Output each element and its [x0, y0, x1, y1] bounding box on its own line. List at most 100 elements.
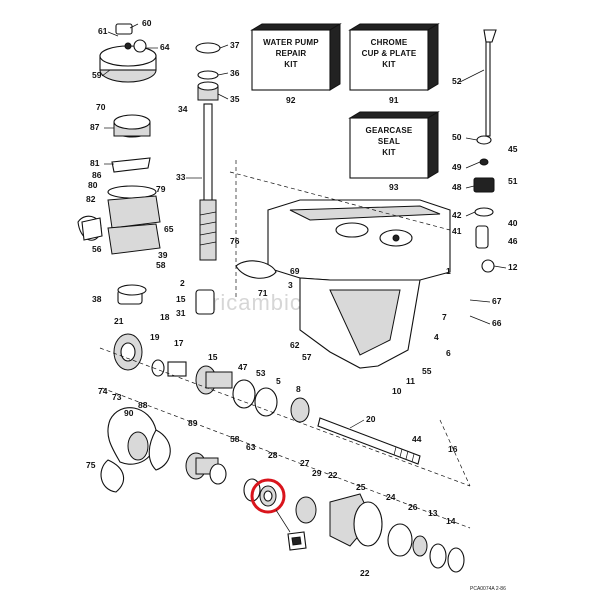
callout-53: 53: [256, 368, 266, 378]
callout-10: 10: [392, 386, 402, 396]
kit-line1: GEARCASE: [366, 126, 413, 135]
callout-7: 7: [442, 312, 447, 322]
callout-65: 65: [164, 224, 174, 234]
callout-74: 74: [98, 386, 108, 396]
callout-22: 22: [328, 470, 338, 480]
bearing-carrier: [113, 333, 310, 423]
leader-lines: [101, 23, 507, 429]
callout-47: 47: [238, 362, 248, 372]
callout-58: 58: [156, 260, 166, 270]
callout-17: 17: [174, 338, 184, 348]
callout-38: 38: [92, 294, 102, 304]
callout-81: 81: [90, 158, 100, 168]
callout-44: 44: [412, 434, 422, 444]
kit-number: 93: [389, 182, 399, 192]
kit-box-chrome: CHROME CUP & PLATE KIT 91: [348, 23, 440, 105]
tool-icon: [275, 509, 307, 551]
drive-shaft: [195, 42, 221, 315]
callout-51: 51: [508, 176, 518, 186]
callout-59: 59: [92, 70, 102, 80]
callout-21: 21: [114, 316, 124, 326]
kit-line3: KIT: [382, 148, 396, 157]
kit-line3: KIT: [284, 60, 298, 69]
callout-40: 40: [508, 218, 518, 228]
callout-73: 73: [112, 392, 122, 402]
callout-57: 57: [302, 352, 312, 362]
callout-15: 15: [176, 294, 186, 304]
callout-67: 67: [492, 296, 502, 306]
callout-70: 70: [96, 102, 106, 112]
highlight-circle-part-28: [250, 478, 286, 514]
callout-56: 56: [92, 244, 102, 254]
callout-64: 64: [160, 42, 170, 52]
callout-41: 41: [452, 226, 462, 236]
callout-28: 28: [268, 450, 278, 460]
callout-80: 80: [88, 180, 98, 190]
assembly-dash-lines: [99, 160, 471, 529]
callout-60: 60: [142, 18, 152, 28]
propeller: [100, 407, 171, 493]
callout-48: 48: [452, 182, 462, 192]
callout-14: 14: [446, 516, 456, 526]
callout-8: 8: [296, 384, 301, 394]
callout-87: 87: [90, 122, 100, 132]
callout-22b: 22: [360, 568, 370, 578]
kit-box-gearcase: GEARCASE SEAL KIT 93: [348, 111, 440, 192]
kit-box-water-pump: WATER PUMP REPAIR KIT 92: [250, 23, 342, 105]
callout-19: 19: [150, 332, 160, 342]
callout-34: 34: [178, 104, 188, 114]
callout-1: 1: [446, 266, 451, 276]
callout-labels: 60 61 64 59 37 36 34 35 70 87 81 86 80 8…: [86, 18, 518, 578]
callout-4: 4: [434, 332, 439, 342]
callout-46: 46: [508, 236, 518, 246]
callout-61: 61: [98, 26, 108, 36]
callout-76: 76: [230, 236, 240, 246]
callout-66: 66: [492, 318, 502, 328]
callout-55: 55: [422, 366, 432, 376]
callout-33: 33: [176, 172, 186, 182]
lower-gears: [185, 452, 465, 573]
kit-line2: SEAL: [378, 137, 400, 146]
gearcase-housing: [235, 199, 451, 369]
callout-62: 62: [290, 340, 300, 350]
callout-6: 6: [446, 348, 451, 358]
drawing-code: PCA0074A 2-86: [470, 586, 506, 592]
callout-15b: 15: [208, 352, 218, 362]
callout-79: 79: [156, 184, 166, 194]
callout-27: 27: [300, 458, 310, 468]
callout-11: 11: [406, 376, 415, 386]
callout-89: 89: [188, 418, 198, 428]
tool-icon-upper: [81, 217, 103, 241]
callout-58b: 58: [230, 434, 240, 444]
callout-69: 69: [290, 266, 300, 276]
callout-82: 82: [86, 194, 96, 204]
callout-37: 37: [230, 40, 240, 50]
water-pump-stack: [77, 23, 161, 305]
callout-88: 88: [138, 400, 148, 410]
callout-36: 36: [230, 68, 240, 78]
callout-3: 3: [288, 280, 293, 290]
callout-39: 39: [158, 250, 168, 260]
callout-49: 49: [452, 162, 462, 172]
callout-5: 5: [276, 376, 281, 386]
callout-13: 13: [428, 508, 438, 518]
callout-86: 86: [92, 170, 102, 180]
callout-29: 29: [312, 468, 322, 478]
callout-42: 42: [452, 210, 462, 220]
kit-number: 92: [286, 95, 296, 105]
callout-24: 24: [386, 492, 396, 502]
kit-line2: CUP & PLATE: [362, 49, 417, 58]
callout-16: 16: [448, 444, 458, 454]
kit-line1: WATER PUMP: [263, 38, 319, 47]
callout-31: 31: [176, 308, 186, 318]
callout-50: 50: [452, 132, 462, 142]
propeller-shaft: [317, 417, 421, 465]
callout-26: 26: [408, 502, 418, 512]
callout-20: 20: [366, 414, 376, 424]
callout-25: 25: [356, 482, 366, 492]
callout-71: 71: [258, 288, 268, 298]
callout-18: 18: [160, 312, 170, 322]
callout-63: 63: [246, 442, 256, 452]
callout-2: 2: [180, 278, 185, 288]
